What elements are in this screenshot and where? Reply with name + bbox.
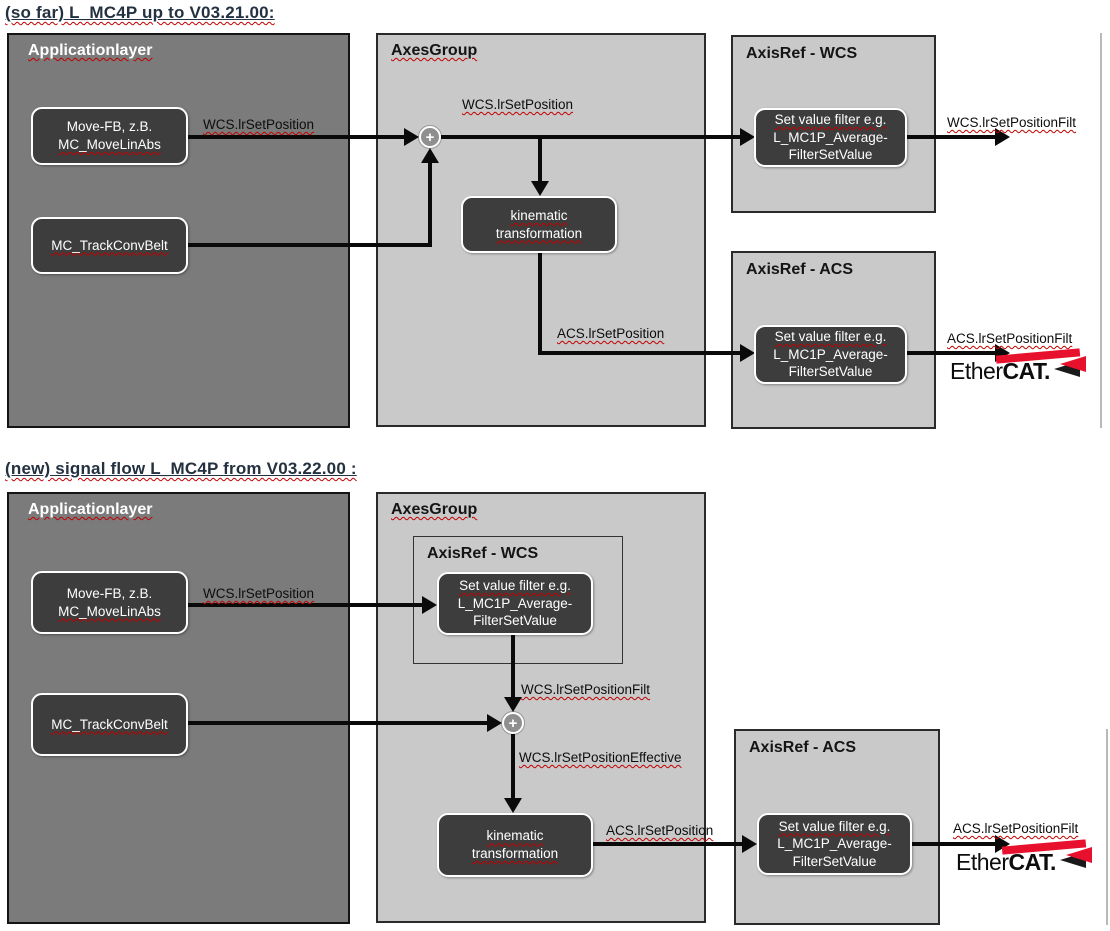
old-kinematic-transformation-node: kinematic transformation <box>461 196 617 253</box>
new-axes-group-header: AxesGroup <box>391 501 478 518</box>
new-label-acs-lrsetposition: ACS.lrSetPosition <box>606 823 714 838</box>
old-label-acs-lrsetposition: ACS.lrSetPosition <box>557 326 665 341</box>
new-wcs-filter-line1: Set value filter e.g. <box>459 578 571 594</box>
old-track-conv-belt-label: MC_TrackConvBelt <box>51 237 168 253</box>
diagram-old-title-text: (so far) L_MC4P up to V03.21.00: <box>5 3 275 22</box>
old-label-wcs-lrsetposition-axes: WCS.lrSetPosition <box>462 97 574 112</box>
old-kinematic-line2: transformation <box>495 225 583 241</box>
new-wire-movefb-to-wcsfilter <box>188 603 422 607</box>
frame-edge-line-top <box>1100 33 1102 428</box>
sum-junction-icon: + <box>502 712 524 734</box>
arrowhead-icon <box>995 128 1010 146</box>
arrowhead-icon <box>742 835 757 853</box>
new-label-wcs-lrsetposition: WCS.lrSetPosition <box>203 586 315 601</box>
old-wire-track-vertical <box>428 163 432 247</box>
ethercat-text-bold: CAT. <box>1002 358 1050 384</box>
new-wcs-filter-node: Set value filter e.g. L_MC1P_Average- Fi… <box>437 572 593 635</box>
new-acs-filter-node: Set value filter e.g. L_MC1P_Average- Fi… <box>757 813 912 875</box>
old-label-wcs-lrsetpositionfilt: WCS.lrSetPositionFilt <box>947 115 1077 130</box>
new-label-wcs-lrsetpositioneffective: WCS.lrSetPositionEffective <box>519 750 682 765</box>
new-wire-wcsfilter-to-sum <box>511 635 515 697</box>
old-wcs-filter-node: Set value filter e.g. L_MC1P_Average- Fi… <box>754 108 907 167</box>
old-move-fb-node: Move-FB, z.B. MC_MoveLinAbs <box>31 107 188 165</box>
ethercat-arrowhead-icon <box>1066 847 1092 863</box>
diagram-new-title-text: (new) signal flow L_MC4P from V03.22.00 … <box>5 459 357 478</box>
old-wire-kinematic-to-acsfilter <box>538 351 740 355</box>
ethercat-logo: EtherCAT. <box>950 348 1102 385</box>
old-wcs-filter-line2: L_MC1P_Average- <box>773 129 888 145</box>
old-kinematic-line1: kinematic <box>510 207 568 223</box>
arrowhead-icon <box>421 148 439 163</box>
old-acs-filter-node: Set value filter e.g. L_MC1P_Average- Fi… <box>754 325 907 384</box>
old-move-fb-line2: MC_MoveLinAbs <box>58 137 161 152</box>
arrowhead-icon <box>504 798 522 813</box>
new-kinematic-line2: transformation <box>471 846 559 861</box>
new-label-wcs-lrsetpositionfilt: WCS.lrSetPositionFilt <box>521 682 651 697</box>
ethercat-logo-text: EtherCAT. <box>956 849 1056 876</box>
old-axis-ref-wcs-header: AxisRef - WCS <box>746 45 858 62</box>
sum-junction-icon: + <box>419 126 441 148</box>
arrowhead-icon <box>487 714 502 732</box>
new-axis-ref-acs-header: AxisRef - ACS <box>749 739 856 756</box>
ethercat-text-normal: Ether <box>950 358 1003 384</box>
old-wire-track-horizontal <box>188 243 432 247</box>
new-wcs-filter-line2: L_MC1P_Average- <box>457 595 573 611</box>
new-wcs-filter-line3: FilterSetValue <box>473 613 557 629</box>
old-acs-filter-line2: L_MC1P_Average- <box>773 346 888 362</box>
diagram-old-title: (so far) L_MC4P up to V03.21.00: <box>5 3 275 23</box>
new-label-acs-lrsetpositionfilt: ACS.lrSetPositionFilt <box>953 821 1079 836</box>
frame-edge-line-bottom <box>1106 729 1108 925</box>
old-wire-kinematic-down <box>538 253 542 355</box>
ethercat-logo: EtherCAT. <box>956 839 1108 876</box>
old-acs-filter-line1: Set value filter e.g. <box>774 329 887 345</box>
ethercat-text-normal: Ether <box>956 849 1009 875</box>
old-wire-movefb-to-sum <box>188 135 404 139</box>
new-kinematic-transformation-node: kinematic transformation <box>437 813 593 877</box>
old-track-conv-belt-node: MC_TrackConvBelt <box>31 217 188 274</box>
new-track-conv-belt-node: MC_TrackConvBelt <box>31 693 188 756</box>
arrowhead-icon <box>422 596 437 614</box>
arrowhead-icon <box>504 697 522 712</box>
new-wire-sum-to-kinematic <box>511 734 515 798</box>
old-wire-wcsfilter-out <box>907 135 995 139</box>
new-move-fb-line1: Move-FB, z.B. <box>66 585 153 601</box>
new-wire-kinematic-to-acsfilter <box>593 842 742 846</box>
old-move-fb-line1: Move-FB, z.B. <box>66 119 153 135</box>
diagram-new-title: (new) signal flow L_MC4P from V03.22.00 … <box>5 459 357 479</box>
old-wire-sum-to-wcsfilter <box>441 135 740 139</box>
old-acs-filter-line3: FilterSetValue <box>788 364 873 380</box>
old-axes-group-header: AxesGroup <box>391 42 478 59</box>
arrowhead-icon <box>531 181 549 196</box>
new-wire-acsfilter-out <box>912 842 995 846</box>
arrowhead-icon <box>404 128 419 146</box>
old-label-acs-lrsetpositionfilt: ACS.lrSetPositionFilt <box>947 331 1073 346</box>
old-axis-ref-acs-header: AxisRef - ACS <box>746 261 853 278</box>
old-wcs-filter-line3: FilterSetValue <box>788 147 873 163</box>
new-wire-track-to-sum <box>188 721 487 725</box>
new-acs-filter-line3: FilterSetValue <box>792 853 877 869</box>
new-move-fb-line2: MC_MoveLinAbs <box>58 603 161 619</box>
old-application-layer-header: Applicationlayer <box>28 42 153 59</box>
ethercat-text-bold: CAT. <box>1008 849 1056 875</box>
ethercat-logo-text: EtherCAT. <box>950 358 1050 385</box>
new-track-conv-belt-label: MC_TrackConvBelt <box>51 716 168 732</box>
new-application-layer-header: Applicationlayer <box>28 501 153 518</box>
old-wire-acsfilter-out <box>907 351 995 355</box>
ethercat-arrowhead-icon <box>1060 356 1086 372</box>
new-acs-filter-line2: L_MC1P_Average- <box>777 836 892 852</box>
old-label-wcs-lrsetposition-app: WCS.lrSetPosition <box>203 117 315 132</box>
old-wire-branch-to-kinematic <box>538 137 542 181</box>
new-axis-ref-wcs-header: AxisRef - WCS <box>427 545 539 562</box>
new-move-fb-node: Move-FB, z.B. MC_MoveLinAbs <box>31 571 188 634</box>
arrowhead-icon <box>740 128 755 146</box>
new-kinematic-line1: kinematic <box>486 828 544 844</box>
old-wcs-filter-line1: Set value filter e.g. <box>774 112 887 128</box>
new-acs-filter-line1: Set value filter e.g. <box>778 818 891 834</box>
arrowhead-icon <box>740 344 755 362</box>
